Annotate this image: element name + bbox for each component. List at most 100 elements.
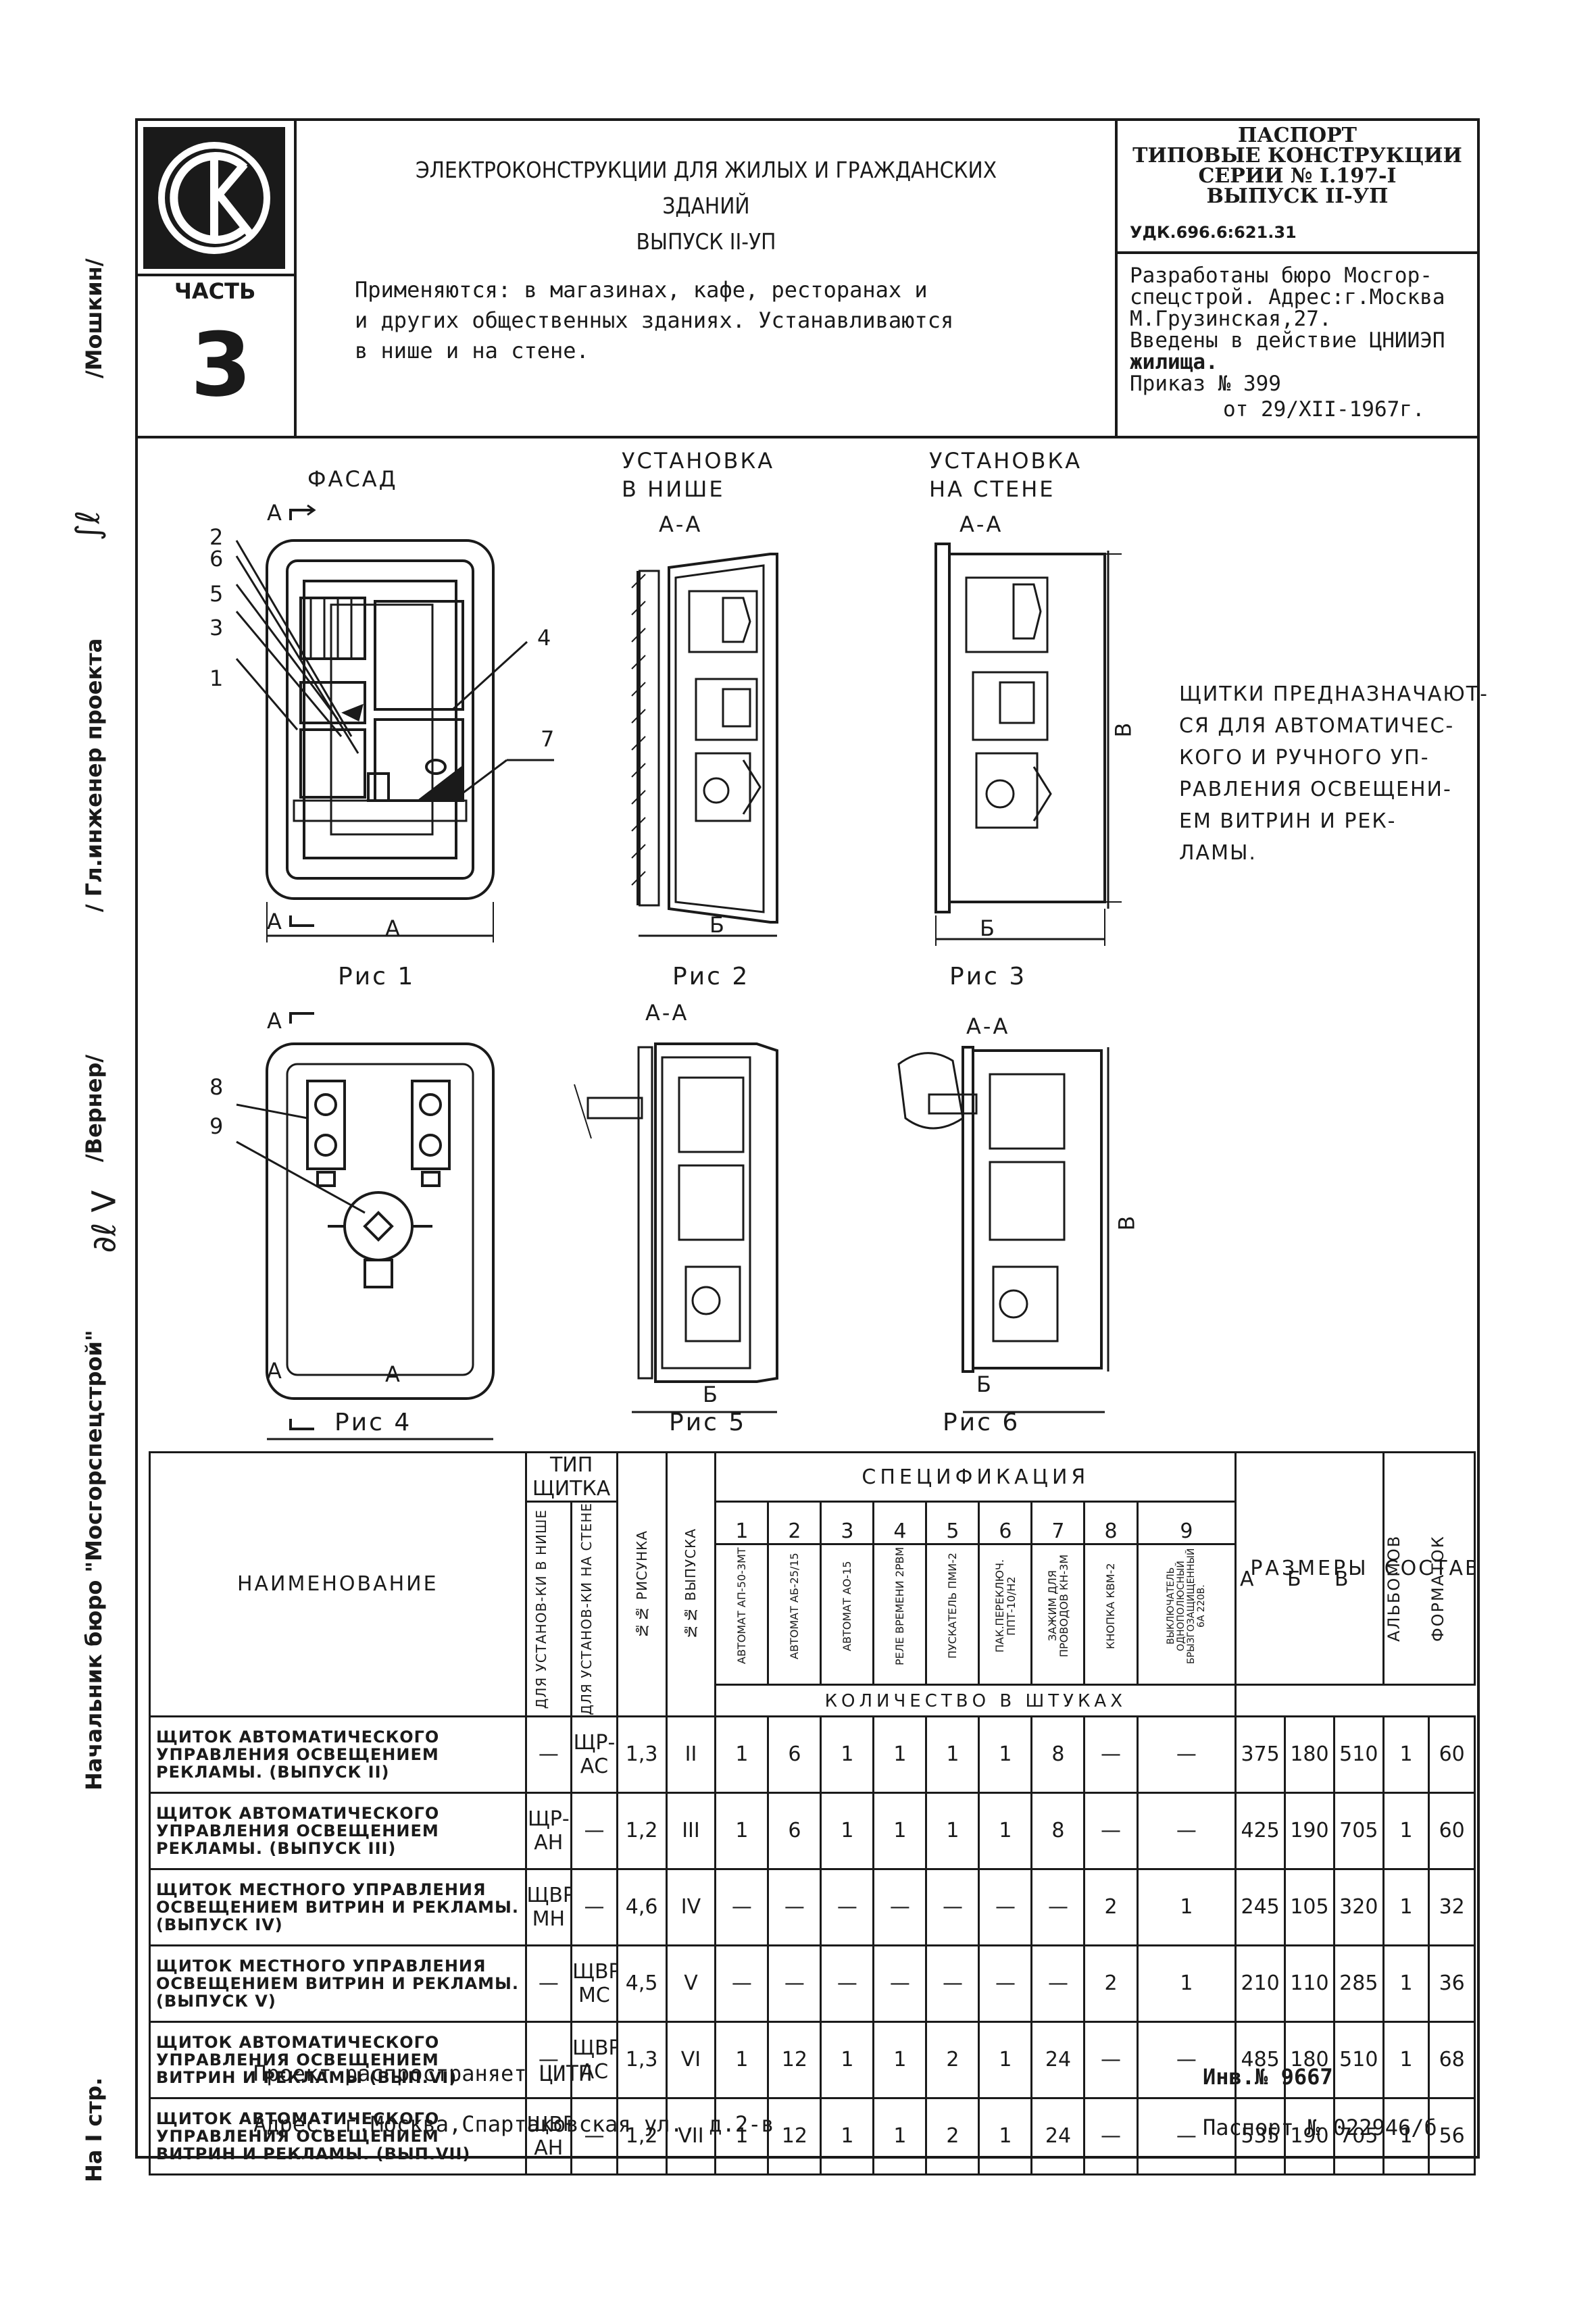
- usage-line-3: в нише и на стене.: [355, 338, 589, 363]
- row-formats: 32: [1428, 1867, 1476, 1946]
- fig3-caption: Рис 3: [949, 963, 1027, 990]
- fig5-section: А-А: [645, 1000, 689, 1026]
- logo-sk: [158, 142, 270, 254]
- row-albums: 1: [1382, 1944, 1430, 2023]
- row-qty-6: —: [978, 1867, 1033, 1946]
- row-qty-3: 1: [820, 2020, 875, 2099]
- dev-line-5: жилища.: [1130, 350, 1218, 374]
- fig2-niche: [631, 553, 778, 937]
- row-qty-7: 8: [1030, 1715, 1086, 1794]
- row-size-v: 510: [1332, 1715, 1385, 1794]
- row-qty-6: 1: [978, 2020, 1033, 2099]
- row-qty-1: —: [714, 1867, 770, 1946]
- row-qty-5: 2: [925, 2096, 980, 2175]
- fig5-caption: Рис 5: [669, 1409, 747, 1436]
- row-qty-7: —: [1030, 1944, 1086, 2023]
- row-type-niche: ЩВР-АН: [524, 2096, 573, 2175]
- footer-passport: Паспорт № 022946/б: [1203, 2115, 1437, 2140]
- fig6-wall-section: [897, 1046, 1109, 1413]
- row-size-v: 320: [1332, 1867, 1385, 1946]
- callout-7: 7: [541, 726, 557, 752]
- row-fig: 1,3: [616, 2020, 668, 2099]
- side-label-bureau-head: Начальник бюро "Мосгорспецстрой": [81, 1330, 107, 1790]
- header-col-2: [1115, 118, 1118, 437]
- signature-1: ∫ℓ: [69, 510, 107, 541]
- table-row: ЩИТОК АВТОМАТИЧЕСКОГО УПРАВЛЕНИЯ ОСВЕЩЕН…: [149, 2096, 1476, 2175]
- row-qty-4: 1: [872, 2096, 928, 2175]
- callout-1: 1: [209, 665, 226, 691]
- title-line-1: ЭЛЕКТРОКОНСТРУКЦИИ ДЛЯ ЖИЛЫХ И ГРАЖДАНСК…: [415, 157, 997, 183]
- row-qty-9: 1: [1136, 1944, 1237, 2023]
- subheader-0: А: [1240, 1567, 1254, 1591]
- niche-section: А-А: [659, 511, 703, 537]
- drawings-area: [235, 504, 1122, 1440]
- row-issue: VII: [665, 2096, 717, 2175]
- th-sizes: РАЗМЕРЫ: [1235, 1451, 1385, 1686]
- callout-2: 2: [209, 524, 226, 550]
- row-name: ЩИТОК АВТОМАТИЧЕСКОГО УПРАВЛЕНИЯ ОСВЕЩЕН…: [149, 1791, 527, 1870]
- row-qty-3: 1: [820, 2096, 875, 2175]
- callout-5: 5: [209, 581, 226, 607]
- passport-line-1: ПАСПОРТ: [1238, 124, 1357, 147]
- row-name: ЩИТОК АВТОМАТИЧЕСКОГО УПРАВЛЕНИЯ ОСВЕЩЕН…: [149, 2096, 527, 2175]
- row-albums: 1: [1382, 1791, 1430, 1870]
- note-line-4: РАВЛЕНИЯ ОСВЕЩЕНИ-: [1179, 778, 1452, 801]
- note-line-3: КОГО И РУЧНОГО УП-: [1179, 746, 1430, 770]
- fig3-wall: [934, 543, 1122, 946]
- row-type-niche: —: [524, 1944, 573, 2023]
- row-size-b: 180: [1284, 1715, 1335, 1794]
- subheader-4: ФОРМАТОК: [1428, 1535, 1447, 1642]
- dim-b-fig6: Б: [976, 1372, 993, 1397]
- row-qty-8: —: [1083, 2096, 1139, 2175]
- row-formats: 56: [1428, 2096, 1476, 2175]
- dim-v-fig6: В: [1114, 1213, 1140, 1231]
- fig6-section: А-А: [966, 1013, 1010, 1039]
- udk: УДК.696.6:621.31: [1130, 223, 1297, 242]
- row-qty-2: 6: [767, 1791, 822, 1870]
- row-qty-1: 1: [714, 2020, 770, 2099]
- dev-line-4: Введены в действие ЦНИИЭП: [1130, 328, 1445, 353]
- passport-line-3: СЕРИИ № I.197-I: [1198, 164, 1397, 188]
- row-size-v: 705: [1332, 1791, 1385, 1870]
- side-label-verner: /Вернер/: [81, 1054, 107, 1162]
- row-size-b: 110: [1284, 1944, 1335, 2023]
- th-type-niche: ДЛЯ УСТАНОВ-КИ В НИШЕ: [524, 1501, 573, 1717]
- dim-v-fig3: В: [1110, 720, 1137, 738]
- row-type-wall: —: [570, 1791, 618, 1870]
- row-size-a: 210: [1235, 1944, 1287, 2023]
- row-name: ЩИТОК МЕСТНОГО УПРАВЛЕНИЯ ОСВЕЩЕНИЕМ ВИТ…: [149, 1867, 527, 1946]
- th-spec: СПЕЦИФИКАЦИЯ: [714, 1451, 1237, 1502]
- row-fig: 1,2: [616, 1791, 668, 1870]
- table-row: ЩИТОК МЕСТНОГО УПРАВЛЕНИЯ ОСВЕЩЕНИЕМ ВИТ…: [149, 1867, 1476, 1946]
- subheader-1: Б: [1287, 1567, 1301, 1591]
- th-name: НАИМЕНОВАНИЕ: [149, 1451, 527, 1717]
- row-qty-6: 1: [978, 1715, 1033, 1794]
- row-albums: 1: [1382, 2020, 1430, 2099]
- section-mark-fig4-top: А: [267, 1008, 284, 1034]
- row-qty-9: —: [1136, 2020, 1237, 2099]
- header-col-1: [294, 118, 297, 437]
- row-qty-1: —: [714, 1944, 770, 2023]
- row-fig: 1,2: [616, 2096, 668, 2175]
- row-size-b: 105: [1284, 1867, 1335, 1946]
- note-line-5: ЕМ ВИТРИН И РЕК-: [1179, 809, 1397, 833]
- row-issue: II: [665, 1715, 717, 1794]
- dim-b-fig3: Б: [980, 915, 997, 941]
- callout-8: 8: [209, 1074, 226, 1100]
- th-fig-no: №№ РИСУНКА: [616, 1451, 668, 1717]
- row-qty-4: 1: [872, 1791, 928, 1870]
- note-line-6: ЛАМЫ.: [1179, 841, 1257, 865]
- row-size-b: 190: [1284, 2096, 1335, 2175]
- row-qty-8: —: [1083, 2020, 1139, 2099]
- dev-line-7: от 29/XII-1967г.: [1223, 397, 1425, 422]
- row-size-v: 285: [1332, 1944, 1385, 2023]
- th-issue-no: №№ ВЫПУСКА: [665, 1451, 717, 1717]
- fig5-niche-section: [574, 1042, 778, 1413]
- note-line-1: ЩИТКИ ПРЕДНАЗНАЧАЮТ-: [1179, 682, 1489, 706]
